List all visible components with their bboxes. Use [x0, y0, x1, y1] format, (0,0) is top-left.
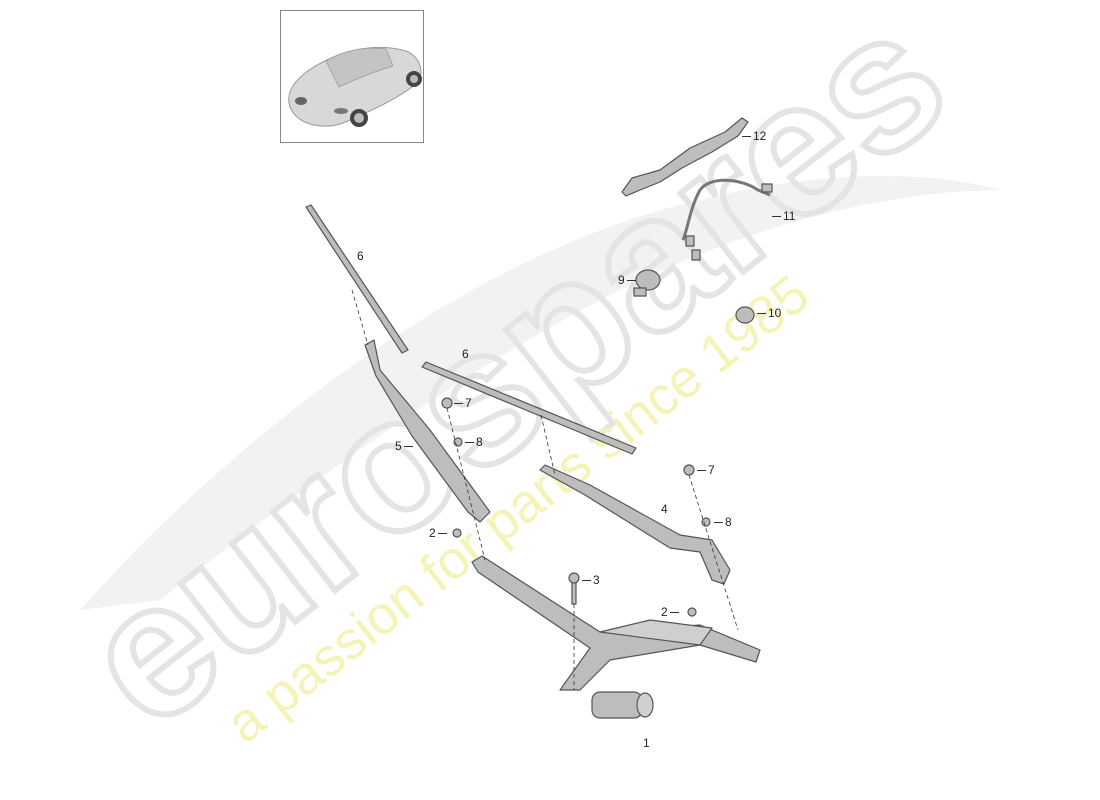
wiper-blade-left — [305, 204, 409, 354]
callout-7-left[interactable]: 7 — [452, 397, 472, 409]
nut-part — [453, 437, 463, 447]
wiper-arm-right — [539, 464, 731, 585]
callout-2-left[interactable]: 2 — [429, 527, 449, 539]
callout-7-right[interactable]: 7 — [695, 464, 715, 476]
sensor-part — [635, 269, 661, 291]
nut-part — [452, 528, 462, 538]
callout-2-right[interactable]: 2 — [661, 606, 681, 618]
bracket-part — [621, 117, 749, 197]
callout-3[interactable]: 3 — [580, 574, 600, 586]
watermark-swoosh — [80, 176, 1000, 611]
cover-part — [735, 306, 755, 324]
callout-4[interactable]: 4 — [661, 502, 668, 516]
wiper-blade-right — [421, 361, 637, 455]
cap-part — [683, 464, 695, 476]
car-icon — [288, 46, 422, 127]
callout-9[interactable]: 9 — [618, 274, 638, 286]
callout-8-left[interactable]: 8 — [463, 436, 483, 448]
callout-6-left[interactable]: 6 — [357, 249, 364, 263]
callout-11[interactable]: 11 — [770, 210, 795, 222]
harness-part — [681, 178, 771, 241]
motor-part — [591, 691, 643, 719]
callout-6-right[interactable]: 6 — [462, 347, 469, 361]
callout-5[interactable]: 5 — [395, 440, 415, 452]
callout-12[interactable]: 12 — [740, 130, 766, 142]
nut-part — [687, 607, 697, 617]
nut-part — [701, 517, 711, 527]
cap-part — [441, 397, 453, 409]
callout-1[interactable]: 1 — [643, 736, 650, 750]
wiper-arm-left — [364, 339, 491, 523]
vehicle-thumbnail[interactable] — [280, 10, 424, 143]
callout-10[interactable]: 10 — [755, 307, 781, 319]
callout-8-right[interactable]: 8 — [712, 516, 732, 528]
